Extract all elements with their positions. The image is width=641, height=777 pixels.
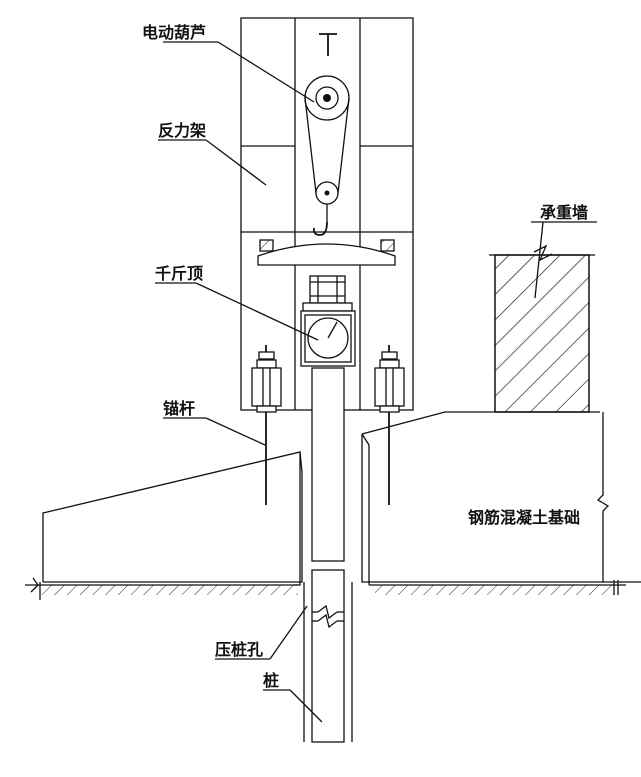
label-hoist: 电动葫芦 <box>142 23 206 42</box>
hydraulic-jack <box>300 275 356 367</box>
label-rc-foundation: 钢筋混凝土基础 <box>468 508 580 527</box>
label-jack: 千斤顶 <box>155 264 203 283</box>
beam-block-right <box>380 239 395 252</box>
lifting-beam <box>257 243 396 266</box>
leader-lines <box>155 41 597 723</box>
hanger-hook <box>319 33 337 56</box>
ground-right <box>369 580 626 595</box>
label-load-bearing-wall: 承重墙 <box>540 203 588 222</box>
electric-hoist <box>304 75 350 236</box>
load-bearing-wall <box>489 254 595 413</box>
label-pile-hole: 压桩孔 <box>215 640 263 659</box>
pile <box>311 367 345 743</box>
pile-hole <box>303 582 353 742</box>
label-reaction-frame: 反力架 <box>158 121 206 140</box>
label-anchor-rod: 锚杆 <box>163 399 195 418</box>
anchor-rod-left <box>251 345 282 505</box>
beam-block-left <box>259 239 274 252</box>
label-pile: 桩 <box>263 671 279 690</box>
ground-left <box>25 577 298 600</box>
anchor-rod-right <box>374 345 405 505</box>
